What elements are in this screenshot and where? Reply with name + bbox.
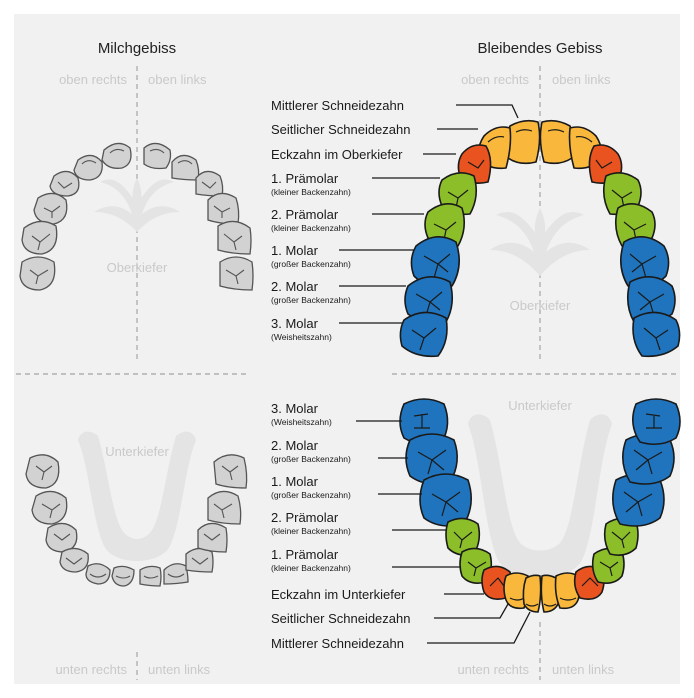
- label-lower-canine: Eckzahn im Unterkiefer: [271, 587, 406, 602]
- label-lower-central-incisor: Mittlerer Schneidezahn: [271, 636, 404, 651]
- primary-lower-second-molar-left: [208, 491, 241, 524]
- permanent-upper-left-label: oben links: [552, 72, 611, 87]
- primary-upper-canine-right: [50, 171, 79, 196]
- permanent-lower-right-label: unten rechts: [457, 662, 529, 677]
- primary-upper-first-molar-right: [34, 193, 67, 224]
- primary-lower-canine-left: [186, 548, 213, 572]
- primary-lower-right-label: unten rechts: [55, 662, 127, 677]
- primary-lower-first-molar-left: [198, 523, 227, 552]
- upper-left-third-molar: [633, 312, 680, 356]
- label-upper-canine: Eckzahn im Oberkiefer: [271, 147, 403, 162]
- label-upper-second-molar: 2. Molar: [271, 279, 319, 294]
- permanent-upper-jaw-label: Oberkiefer: [510, 298, 571, 313]
- primary-lower-lateral-incisor-left: [164, 564, 188, 584]
- primary-upper-third-tooth-left: [220, 257, 253, 290]
- sublabel-lower-first-premolar: (kleiner Backenzahn): [271, 563, 351, 573]
- sublabel-lower-third-molar: (Weisheitszahn): [271, 417, 332, 427]
- label-lower-second-molar: 2. Molar: [271, 438, 319, 453]
- sublabel-lower-second-premolar: (kleiner Backenzahn): [271, 526, 351, 536]
- primary-upper-central-incisor-left: [144, 143, 171, 168]
- primary-lower-canine-right: [60, 548, 88, 572]
- upper-right-third-molar: [400, 312, 447, 356]
- primary-lower-jaw-label: Unterkiefer: [105, 444, 169, 459]
- lower-left-third-molar: [633, 399, 680, 444]
- label-lower-third-molar: 3. Molar: [271, 401, 319, 416]
- sublabel-upper-second-premolar: (kleiner Backenzahn): [271, 223, 351, 233]
- primary-upper-second-molar-right: [22, 221, 57, 254]
- primary-lower-central-incisor-right: [112, 566, 134, 586]
- permanent-lower-jaw-label: Unterkiefer: [508, 398, 572, 413]
- primary-lower-left-label: unten links: [148, 662, 211, 677]
- sublabel-upper-third-molar: (Weisheitszahn): [271, 332, 332, 342]
- label-upper-lateral-incisor: Seitlicher Schneidezahn: [271, 122, 410, 137]
- permanent-upper-right-label: oben rechts: [461, 72, 529, 87]
- label-upper-central-incisor: Mittlerer Schneidezahn: [271, 98, 404, 113]
- upper-right-central-incisor: [506, 121, 539, 164]
- permanent-lower-left-label: unten links: [552, 662, 615, 677]
- primary-upper-third-tooth-right: [20, 257, 55, 290]
- primary-upper-lateral-incisor-right: [74, 155, 102, 180]
- primary-upper-left-label: oben links: [148, 72, 207, 87]
- sublabel-upper-second-molar: (großer Backenzahn): [271, 295, 351, 305]
- primary-upper-second-molar-left: [218, 221, 251, 254]
- primary-lower-second-molar-right: [32, 491, 67, 524]
- primary-upper-lateral-incisor-left: [172, 155, 199, 180]
- primary-upper-right-label: oben rechts: [59, 72, 127, 87]
- sublabel-upper-first-molar: (großer Backenzahn): [271, 259, 351, 269]
- label-lower-first-molar: 1. Molar: [271, 474, 319, 489]
- primary-lower-first-molar-right: [46, 523, 77, 552]
- permanent-title: Bleibendes Gebiss: [477, 40, 602, 57]
- primary-upper-jaw-label: Oberkiefer: [107, 260, 168, 275]
- label-upper-first-molar: 1. Molar: [271, 243, 319, 258]
- upper-left-central-incisor: [540, 121, 573, 164]
- primary-lower-lateral-incisor-right: [86, 564, 110, 584]
- label-lower-second-premolar: 2. Prämolar: [271, 510, 339, 525]
- primary-title: Milchgebiss: [98, 40, 176, 57]
- lower-right-central-incisor: [523, 575, 540, 612]
- primary-lower-central-incisor-left: [140, 566, 161, 586]
- label-upper-third-molar: 3. Molar: [271, 316, 319, 331]
- label-upper-second-premolar: 2. Prämolar: [271, 207, 339, 222]
- sublabel-upper-first-premolar: (kleiner Backenzahn): [271, 187, 351, 197]
- label-lower-lateral-incisor: Seitlicher Schneidezahn: [271, 611, 410, 626]
- primary-lower-third-tooth-left: [214, 455, 247, 488]
- label-lower-first-premolar: 1. Prämolar: [271, 547, 339, 562]
- primary-upper-first-molar-left: [208, 193, 239, 224]
- primary-lower-third-tooth-right: [26, 455, 59, 488]
- sublabel-lower-second-molar: (großer Backenzahn): [271, 454, 351, 464]
- sublabel-lower-first-molar: (großer Backenzahn): [271, 490, 351, 500]
- primary-upper-canine-left: [196, 171, 223, 196]
- label-upper-first-premolar: 1. Prämolar: [271, 171, 339, 186]
